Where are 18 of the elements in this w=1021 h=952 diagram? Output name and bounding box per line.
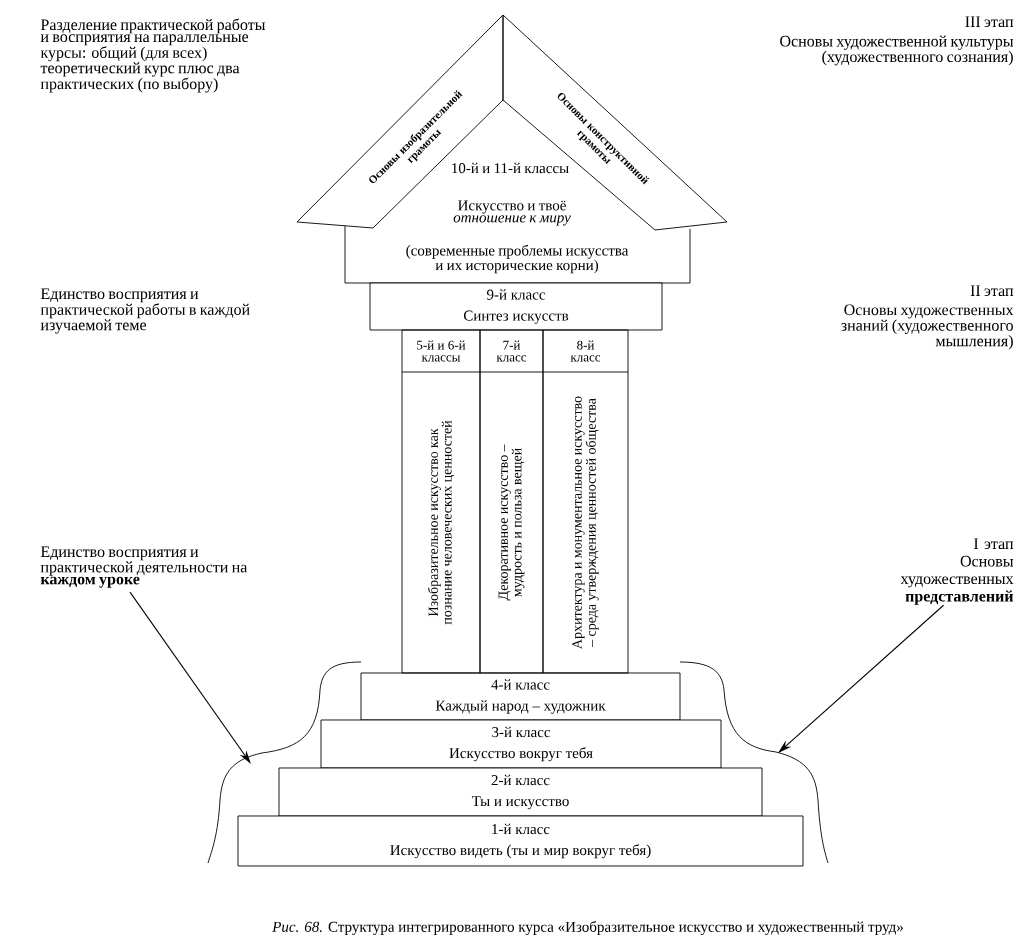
note-text: Единство восприятия и практической работы в каждой изучаемой теме [40,288,250,334]
step-box: 1-й класс Искусство видеть (ты и мир вокруг тебя) [237,815,804,867]
class-box: 9-й класс Синтез искусств [369,282,663,331]
step-box: 2-й класс Ты и искусство [278,767,763,817]
stage-label: II этап [970,285,1014,297]
column-box: 7-й класс Декоративное искусство – мудрость и польза вещей [479,329,544,674]
stage-note: I этап Основы художественных представлений [900,538,1014,605]
step-box: 4-й класс Каждый народ – художник [360,672,681,721]
note-text: Разделение практической работы и восприятия на параллельные курсы: общий (для всех) теоретический курс плюс два практических (по выбору) [40,18,266,93]
column-box: 8-й класс Архитектура и монументальное искусство – среда утверждения ценностей общества [542,329,629,674]
column-box: 5-й и 6-й классы Изобразительное искусство как познание человеческих ценностей [401,329,481,674]
caption: Рис. 68. Структура интегрированного курса «Изобразительное искусство и художественный труд» [272,921,903,935]
note-text: Основы художественной культуры (художественного сознания) [780,35,1014,66]
stage-label: III этап [965,16,1014,28]
note-text: Основы художественных знаний (художественного мышления) [841,304,1014,350]
step-box: 3-й класс Искусство вокруг тебя [320,719,722,769]
side-note: Единство восприятия и практической деятельности на каждом уроке [40,546,248,588]
arrow [778,604,945,753]
